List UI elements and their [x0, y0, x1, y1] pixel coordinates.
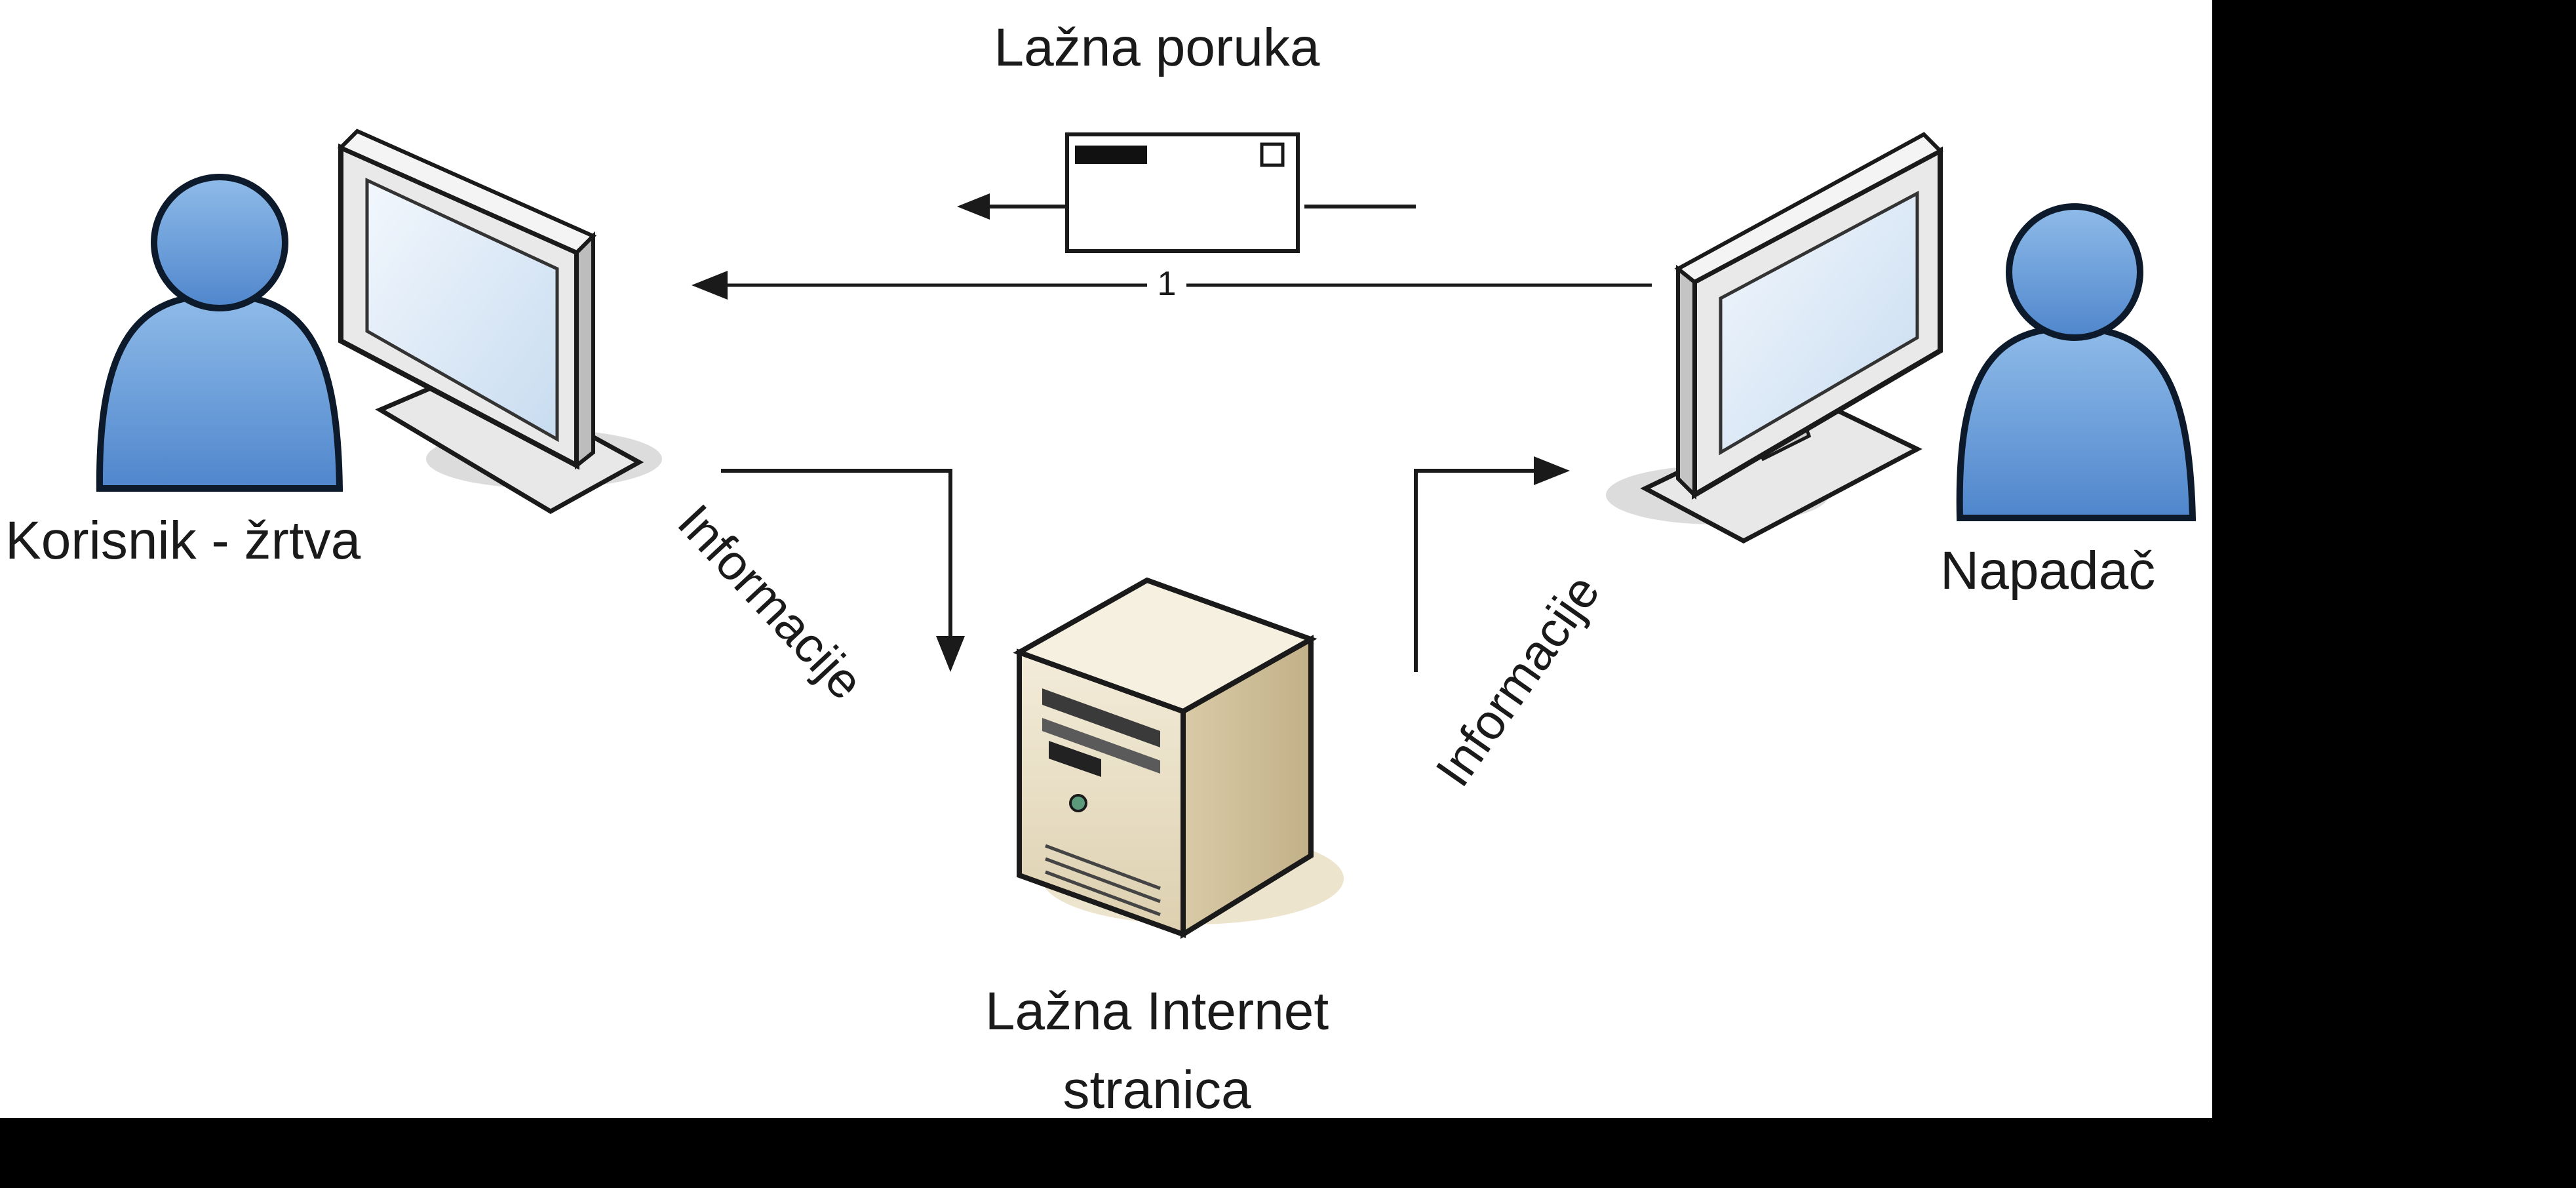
step-number: 1 [1158, 265, 1177, 303]
attacker-label: Napadač [1940, 541, 2155, 601]
monitor-icon [337, 129, 662, 515]
attack-arrow [692, 271, 1652, 300]
person-icon [1956, 203, 2196, 521]
message-label: Lažna poruka [994, 18, 1320, 77]
monitor-icon [1606, 132, 1943, 544]
person-icon [96, 174, 343, 492]
server-label-line2: stranica [1063, 1060, 1251, 1120]
envelope-icon [1065, 132, 1300, 253]
info-arrow-to-attacker [1414, 456, 1570, 672]
server-icon [1013, 577, 1344, 940]
info-arrow-to-server [721, 469, 965, 672]
message-arrow [957, 193, 1416, 220]
server-label-line1: Lažna Internet [985, 981, 1329, 1041]
victim-label: Korisnik - žrtva [5, 511, 361, 570]
